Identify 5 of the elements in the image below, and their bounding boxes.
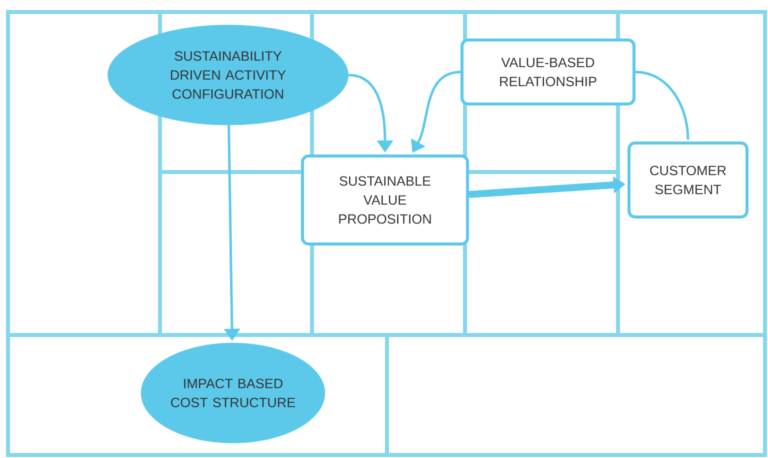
text-box: CUSTOMER SEGMENT — [628, 142, 748, 218]
activity-blob: IMPACT BASED COST STRUCTURE — [140, 342, 326, 444]
text-box: VALUE-BASED RELATIONSHIP — [460, 38, 636, 106]
text-box: SUSTAINABLE VALUE PROPOSITION — [301, 154, 469, 246]
activity-blob: SUSTAINABILITY DRIVEN ACTIVITY CONFIGURATION — [108, 24, 348, 126]
